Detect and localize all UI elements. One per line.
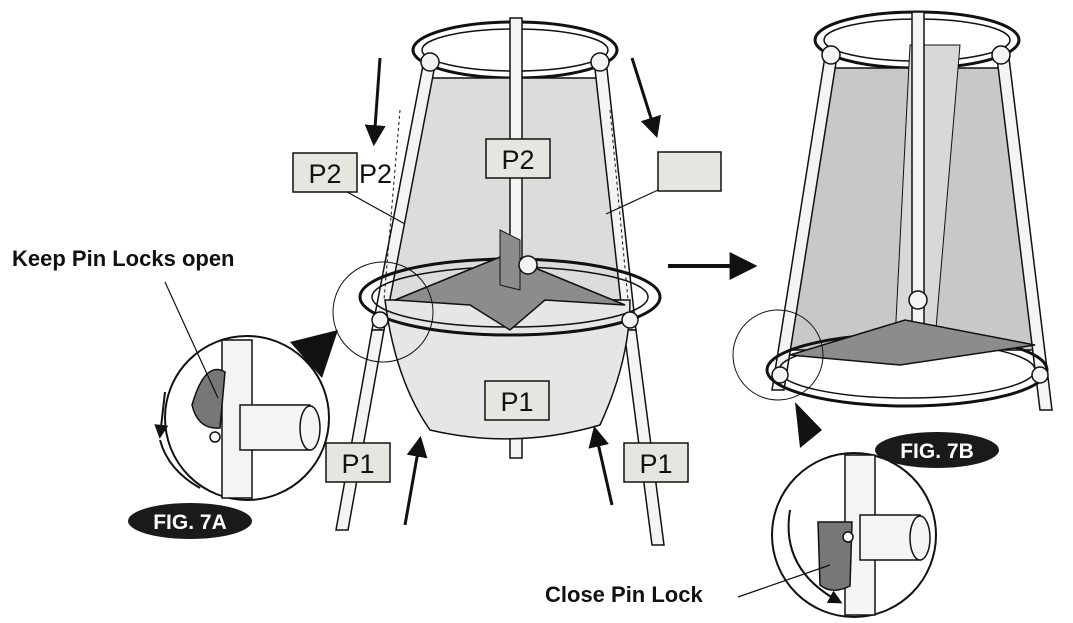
- svg-text:FIG. 7B: FIG. 7B: [900, 440, 974, 463]
- label-p1-left: P1: [325, 442, 391, 483]
- detail-highlight-right: [732, 309, 824, 401]
- label-p1-right: P1: [623, 442, 689, 483]
- badge-fig-7b: FIG. 7B: [875, 432, 999, 468]
- bottom-bag: [384, 299, 631, 440]
- leg-left: [335, 329, 385, 531]
- arrow-down-left: [364, 57, 386, 147]
- label-p2-center: P2: [485, 138, 551, 179]
- detail-highlight-left: [332, 261, 434, 363]
- leg-right: [623, 329, 665, 546]
- svg-text:P2: P2: [308, 159, 341, 189]
- svg-text:P1: P1: [341, 449, 374, 479]
- pin-lock-open-icon: [191, 368, 226, 429]
- callout-keep-open: Keep Pin Locks open: [12, 246, 235, 271]
- detail-7b: [771, 452, 937, 618]
- arrow-up-left: [403, 435, 428, 526]
- detail-7a: [154, 335, 330, 501]
- svg-text:P1: P1: [639, 449, 672, 479]
- label-p2-left-outside: P2: [359, 159, 392, 189]
- svg-text:P1: P1: [500, 387, 533, 417]
- svg-text:FIG. 7A: FIG. 7A: [153, 511, 227, 534]
- label-p1-center: P1: [484, 380, 550, 421]
- arrow-down-right: [630, 57, 661, 139]
- label-empty-box: [657, 151, 722, 192]
- right-assembly: [765, 10, 1053, 411]
- badge-fig-7a: FIG. 7A: [128, 503, 252, 539]
- label-p2-left: P2: [292, 152, 358, 193]
- callout-close-lock: Close Pin Lock: [545, 582, 703, 607]
- svg-text:P2: P2: [501, 145, 534, 175]
- arrow-up-right: [588, 425, 614, 506]
- right-center-pole: [911, 11, 925, 333]
